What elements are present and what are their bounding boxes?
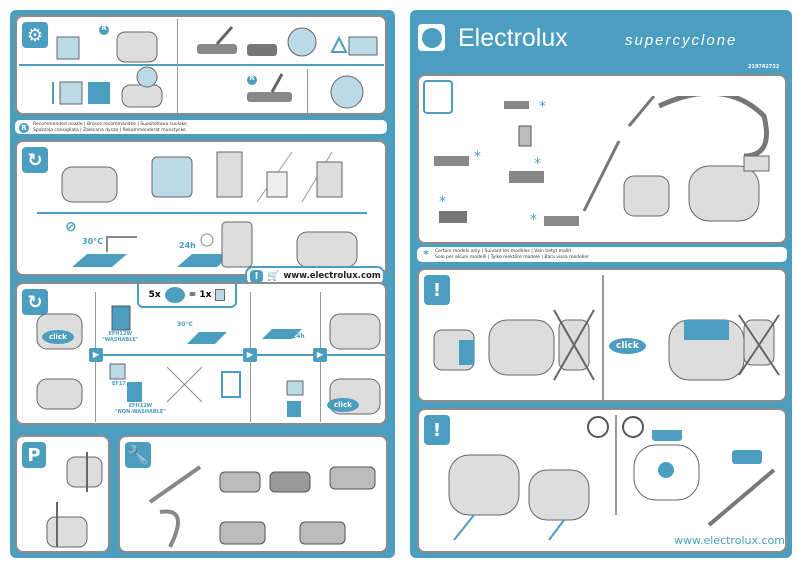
filter-replace-panel: ↻ 5x = 1x ▶ ▶ ▶ click EFH12W "WASHABLE" … (15, 282, 387, 425)
wrench-icon: 🔧 (125, 442, 151, 468)
wash-filter-illustration (72, 233, 232, 267)
recommended-nozzle-note: R Recommended nozzle | Brosse recommandé… (15, 120, 387, 134)
certain-models-note: * Certain models only | Suivant les modè… (417, 247, 787, 262)
parking-icon: P (22, 442, 46, 468)
nonwashable-label: EFH12W "NON-WASHABLE" (115, 403, 166, 415)
filter-icon (215, 289, 226, 301)
accessories-illustration: * * * * * (434, 96, 770, 228)
refresh-icon: ↻ (22, 289, 48, 315)
certain-models-marker: * (530, 212, 537, 228)
nozzles-illustration (197, 26, 378, 109)
dust-container-panel: ! click (417, 268, 787, 402)
washable-label: EFH12W "WASHABLE" (102, 331, 139, 343)
power-control-illustration (633, 430, 776, 527)
insert-container-illustration (668, 314, 780, 381)
next-step-arrow: ▶ (313, 348, 327, 362)
refresh-icon: ↻ (22, 147, 48, 173)
nozzle-panel: ⚙ R R (15, 15, 387, 115)
cord-illustration (448, 454, 590, 541)
washable-filter-illustration (111, 305, 227, 344)
certain-models-marker: * (539, 99, 546, 115)
website-link[interactable]: www.electrolux.com (283, 271, 381, 281)
parking-panel: P (15, 435, 110, 553)
warning-icon: ! (424, 275, 450, 305)
certain-models-marker: * (439, 194, 446, 210)
wash-temp: 30°C (177, 321, 193, 328)
filter-cleaning-panel: ↻ ⊘ 30°C 24h (15, 140, 387, 276)
certain-models-marker: * (534, 156, 541, 172)
unplug-icon (587, 416, 609, 438)
certain-models-marker: * (474, 149, 481, 165)
website-link[interactable]: www.electrolux.com (674, 534, 785, 547)
parking-illustration (46, 452, 103, 548)
floor-types-illustration (52, 31, 163, 108)
click-label: click (42, 330, 74, 344)
product-name: supercyclone (625, 32, 738, 49)
ef17-label: EF17 (112, 381, 126, 387)
vacuum-open-illustration (36, 313, 83, 410)
new-filter-illustration (262, 329, 304, 417)
cart-icon: 🛒 (267, 270, 280, 282)
model-number: 219742732 (748, 64, 780, 70)
wash-temp: 30°C (82, 237, 104, 246)
recommended-marker: R (99, 24, 109, 35)
components-panel: * * * * * (417, 74, 787, 244)
dry-time: 24h (179, 241, 196, 250)
electrolux-logo (418, 24, 445, 51)
checklist-icon (423, 80, 453, 114)
recommended-marker: R (247, 74, 257, 85)
empty-bin-icon (164, 287, 185, 303)
remove-container-illustration (433, 309, 595, 381)
info-icon: ! (250, 269, 263, 283)
power-panel: ! www.electrolux.com (417, 408, 787, 553)
emptying-illustration (61, 151, 343, 203)
ratio-box: 5x = 1x (137, 284, 237, 308)
gear-icon: ⚙ (22, 22, 48, 48)
warning-icon: ! (424, 415, 450, 445)
next-step-arrow: ▶ (243, 348, 257, 362)
reinsert-illustration (221, 221, 358, 268)
no-dryer-icon: ⊘ (65, 219, 77, 235)
discard-filter-illustration (109, 363, 241, 403)
next-step-arrow: ▶ (89, 348, 103, 362)
click-label: click (609, 338, 646, 354)
click-label: click (327, 398, 359, 412)
dry-time: 24h (292, 333, 305, 340)
unclog-illustration (148, 465, 376, 548)
maintenance-panel: 🔧 (118, 435, 388, 553)
power-off-icon (622, 416, 644, 438)
brand-name: Electrolux (458, 24, 568, 52)
